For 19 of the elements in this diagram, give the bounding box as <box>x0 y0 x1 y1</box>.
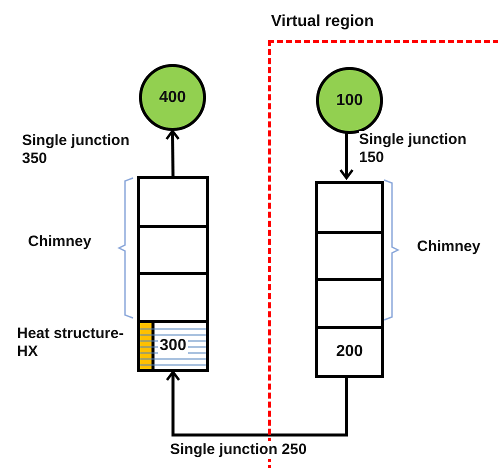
edge-label: Single junction 250 <box>170 441 307 459</box>
volume-cell <box>315 326 384 378</box>
chimney-label: Chimney <box>417 238 480 256</box>
junction-arrow <box>166 370 348 436</box>
volume-cell <box>315 278 384 329</box>
node-number: 100 <box>335 92 364 110</box>
node-number: 400 <box>158 88 187 106</box>
volume-cell <box>137 225 209 275</box>
junction-arrow <box>339 131 354 180</box>
volume-cell <box>315 231 384 281</box>
junction-arrow <box>165 130 180 176</box>
volume-cell <box>137 176 209 228</box>
component-label: Heat structure-HX <box>17 325 125 361</box>
chimney-label: Chimney <box>28 233 92 251</box>
volume-cell <box>315 181 384 234</box>
node-number: 200 <box>335 343 364 361</box>
node-number: 300 <box>158 337 188 355</box>
volume-cell <box>137 272 209 323</box>
region-title: Virtual region <box>271 13 374 31</box>
